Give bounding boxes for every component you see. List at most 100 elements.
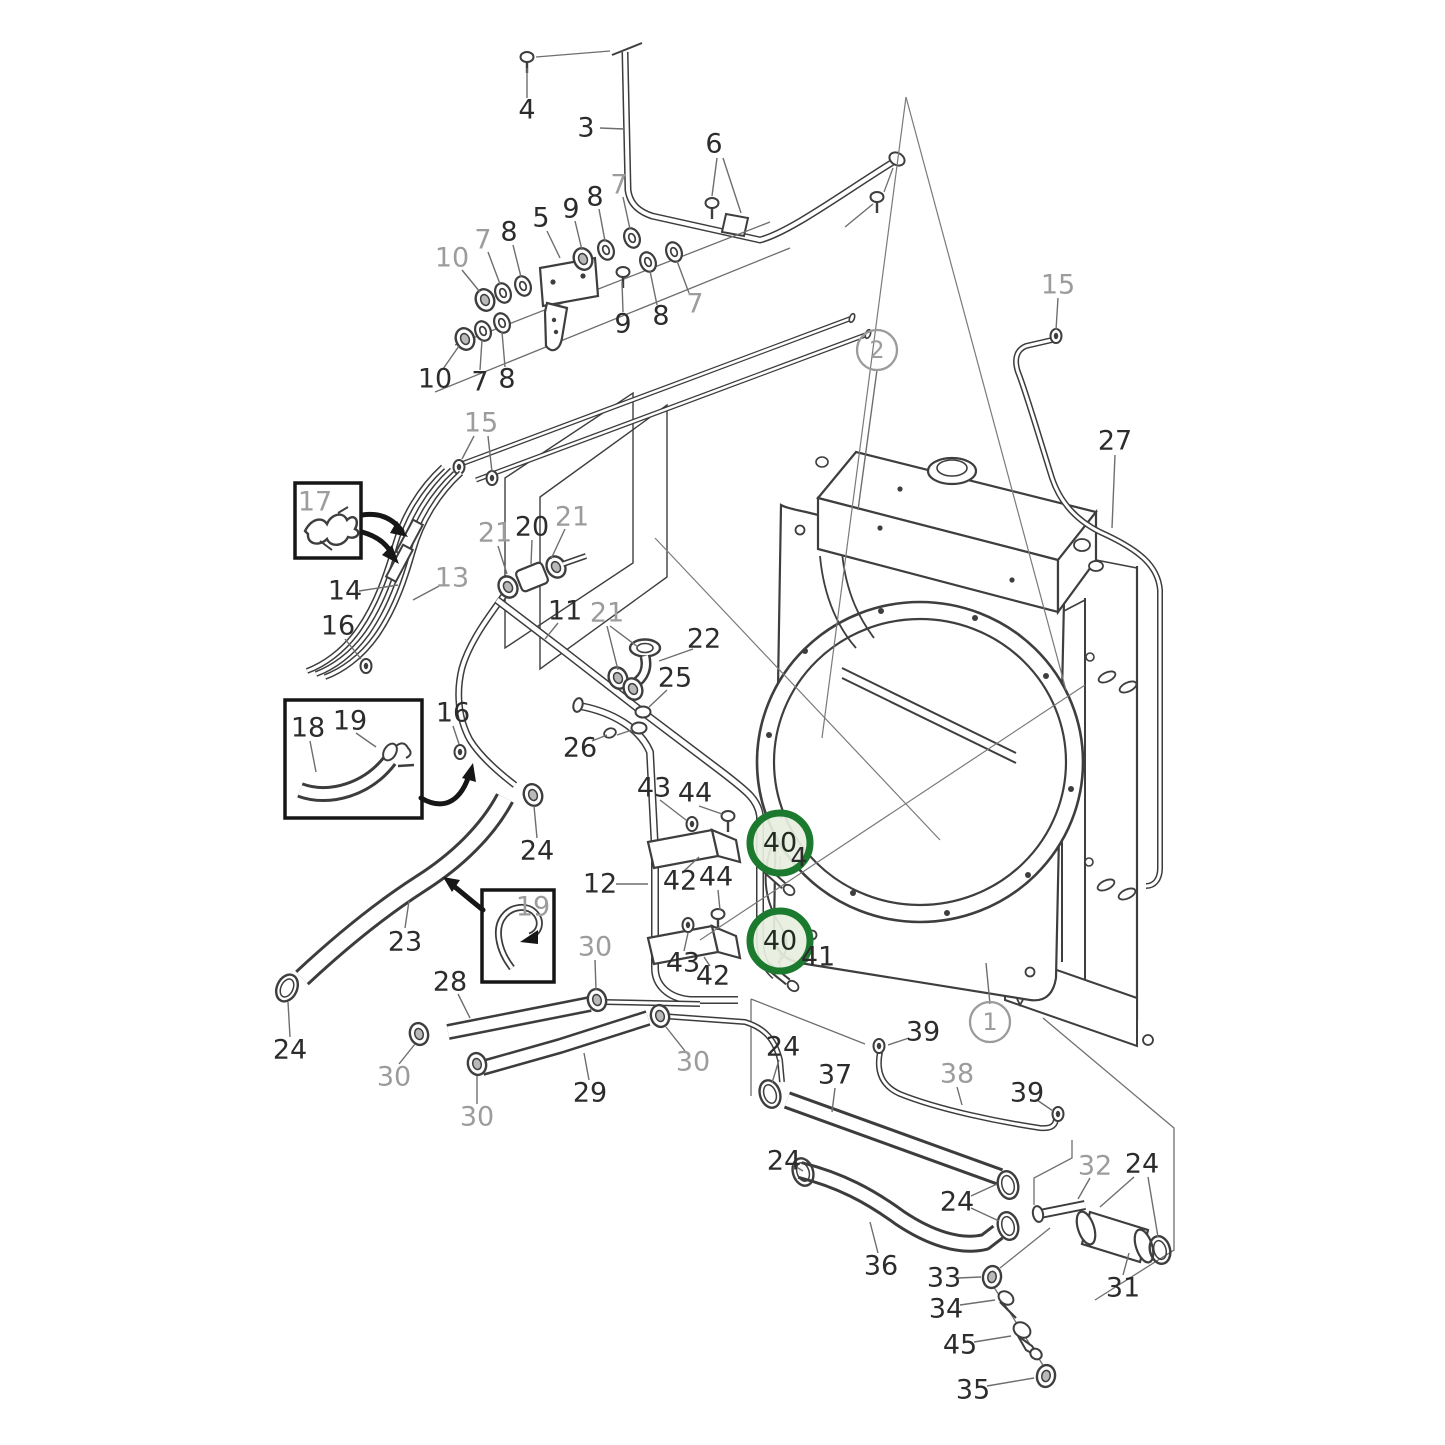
svg-text:10: 10 [418, 364, 452, 395]
highlighted-part-badge-40[interactable]: 40 [746, 907, 814, 975]
part-label-27-34: 27 [1098, 426, 1132, 457]
part-label-16-29: 16 [436, 698, 470, 729]
svg-text:4: 4 [518, 95, 535, 126]
part-label-7-8: 7 [474, 225, 491, 256]
part-label-9-5: 9 [562, 194, 579, 225]
part-label-30-55: 30 [460, 1102, 494, 1133]
svg-text:23: 23 [388, 927, 422, 958]
hose-clamp-icon [303, 513, 360, 546]
svg-text:21: 21 [478, 518, 512, 549]
radiator-top-tank [815, 450, 1104, 616]
svg-text:43: 43 [637, 773, 671, 804]
part-label-8-11: 8 [652, 301, 669, 332]
svg-text:15: 15 [464, 408, 498, 439]
inset-box-18-19 [283, 698, 476, 820]
svg-text:14: 14 [328, 576, 362, 607]
part-label-16-23: 16 [321, 611, 355, 642]
inset-box-17 [293, 481, 408, 564]
return-pipe [453, 551, 587, 788]
part-label-4-0: 4 [518, 95, 535, 126]
part-label-43-48: 43 [666, 948, 700, 979]
svg-text:42: 42 [696, 961, 730, 992]
part-label-15-32: 15 [1041, 270, 1075, 301]
svg-text:30: 30 [578, 932, 612, 963]
svg-text:11: 11 [548, 596, 582, 627]
leader-lines [287, 68, 1159, 1387]
svg-text:31: 31 [1106, 1273, 1140, 1304]
part-label-19-43: 19 [516, 892, 550, 923]
svg-text:17: 17 [298, 487, 332, 518]
part-label-13-22: 13 [435, 563, 469, 594]
part-label-43-35: 43 [637, 773, 671, 804]
part-label-18-30: 18 [291, 713, 325, 744]
svg-text:36: 36 [864, 1251, 898, 1282]
part-label-25-27: 25 [658, 663, 692, 694]
part-label-41-47: 41 [801, 942, 835, 973]
part-label-8-15: 8 [498, 364, 515, 395]
part-label-24-65: 24 [940, 1187, 974, 1218]
part-label-44-41: 44 [699, 862, 733, 893]
svg-text:24: 24 [1125, 1149, 1159, 1180]
part-label-26-28: 26 [563, 733, 597, 764]
svg-text:21: 21 [555, 502, 589, 533]
svg-text:30: 30 [460, 1102, 494, 1133]
part-label-8-7: 8 [500, 217, 517, 248]
svg-text:45: 45 [943, 1330, 977, 1361]
part-label-7-14: 7 [471, 367, 488, 398]
svg-text:22: 22 [687, 624, 721, 655]
part-label-32-63: 32 [1078, 1151, 1112, 1182]
svg-text:18: 18 [291, 713, 325, 744]
part-label-42-49: 42 [696, 961, 730, 992]
svg-text:24: 24 [766, 1032, 800, 1063]
highlighted-part-badge-40[interactable]: 40 [746, 809, 814, 877]
part-label-24-64: 24 [1125, 1149, 1159, 1180]
sight-lines [654, 96, 1086, 941]
svg-text:5: 5 [532, 203, 549, 234]
part-label-44-36: 44 [678, 778, 712, 809]
svg-text:30: 30 [377, 1062, 411, 1093]
part-label-39-61: 39 [1010, 1078, 1044, 1109]
support-rod-assembly [519, 42, 906, 244]
svg-text:35: 35 [956, 1375, 990, 1406]
svg-text:24: 24 [940, 1187, 974, 1218]
svg-text:8: 8 [498, 364, 515, 395]
svg-text:13: 13 [435, 563, 469, 594]
radiator-hose-23 [270, 780, 547, 1007]
part-label-19-31: 19 [333, 706, 367, 737]
part-label-11-24: 11 [548, 596, 582, 627]
svg-text:38: 38 [940, 1059, 974, 1090]
svg-text:39: 39 [1010, 1078, 1044, 1109]
part-label-30-53: 30 [377, 1062, 411, 1093]
mounting-hardware-rows [434, 221, 791, 393]
svg-text:42: 42 [663, 866, 697, 897]
svg-text:19: 19 [333, 706, 367, 737]
svg-text:16: 16 [436, 698, 470, 729]
svg-text:43: 43 [666, 948, 700, 979]
part-label-24-62: 24 [767, 1146, 801, 1177]
svg-text:9: 9 [614, 309, 631, 340]
part-label-30-45: 30 [578, 932, 612, 963]
part-label-31-68: 31 [1106, 1273, 1140, 1304]
svg-text:6: 6 [705, 129, 722, 160]
heater-pipes [452, 312, 872, 486]
part-label-21-17: 21 [478, 518, 512, 549]
part-label-8-4: 8 [586, 182, 603, 213]
assembly-ref-1: 1 [968, 1000, 1012, 1044]
part-label-15-16: 15 [464, 408, 498, 439]
part-label-24-42: 24 [520, 836, 554, 867]
part-label-4-38: 4 [790, 843, 807, 874]
part-label-9-10: 9 [614, 309, 631, 340]
part-label-37-59: 37 [818, 1060, 852, 1091]
svg-text:26: 26 [563, 733, 597, 764]
fan-shroud [755, 503, 1085, 1002]
part-label-39-57: 39 [906, 1017, 940, 1048]
svg-text:3: 3 [577, 113, 594, 144]
svg-text:30: 30 [676, 1047, 710, 1078]
svg-text:24: 24 [273, 1035, 307, 1066]
lower-left-hoses [406, 985, 785, 1083]
part-label-35-71: 35 [956, 1375, 990, 1406]
svg-text:4: 4 [790, 843, 807, 874]
